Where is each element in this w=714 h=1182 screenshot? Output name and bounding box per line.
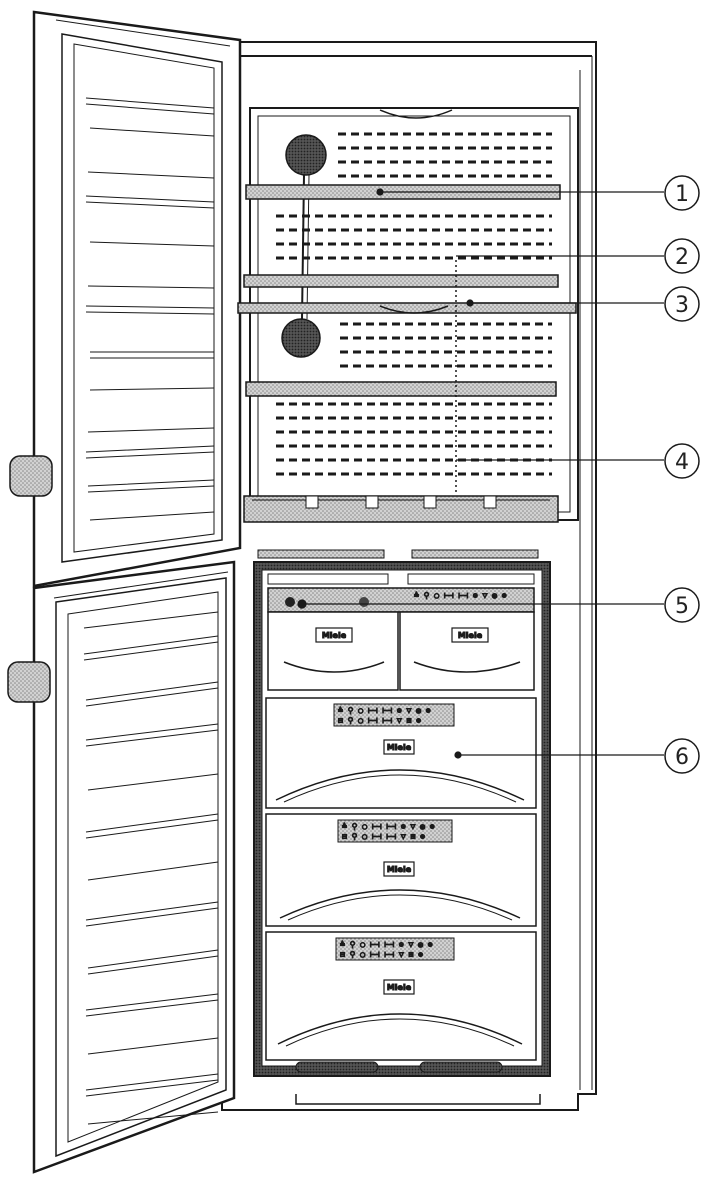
glass-shelf[interactable] [237, 302, 577, 314]
lower-door-shelves [83, 611, 219, 1125]
callout-number: 3 [675, 293, 689, 318]
upper-door[interactable] [9, 10, 242, 588]
upper-door-handle[interactable] [9, 455, 53, 497]
shelf-middle[interactable] [243, 274, 559, 288]
brand-logo: Miele [387, 743, 412, 752]
callout-number: 2 [675, 245, 689, 270]
drawer-2-panel-row2: ⊟ ⚲ ◯ ⊢⊣ ⊢⊣ ▽ ⊞ ⊕ [342, 832, 425, 841]
lower-fan-icon [281, 318, 321, 358]
drawer-1-panel-row1: ≙ ⚲ ◯ ⊢⊣ ⊢⊣ ⊙ ▽ ◎ ⊕ [338, 706, 431, 715]
callout-5: 5 [664, 587, 700, 623]
brand-logo: Miele [387, 865, 412, 874]
freezer-drawer-3[interactable]: ≙ ⚲ ◯ ⊢⊣ ⊢⊣ ⊙ ▽ ◎ ⊕ ⊟ ⚲ ◯ ⊢⊣ ⊢⊣ ▽ ⊞ ⊕ Mi… [265, 931, 537, 1061]
bottom-tray[interactable] [243, 495, 559, 523]
shelf-lower[interactable] [245, 381, 557, 397]
brand-logo: Miele [322, 631, 347, 640]
callout-leaders [297, 188, 664, 759]
callout-6: 6 [664, 738, 700, 774]
callout-number: 6 [675, 745, 689, 770]
callout-number: 1 [675, 182, 689, 207]
callout-number: 4 [675, 450, 689, 475]
callout-1: 1 [664, 175, 700, 211]
freezer-compartment: ≙ ⚲ ◯ ⊢⊣ ⊢⊣ ⊙ ▽ ◎ ⊕ Miele Miele ≙ ⚲ ◯ ⊢⊣… [253, 561, 551, 1077]
upper-door-shelves [85, 97, 215, 521]
brand-logo: Miele [458, 631, 483, 640]
fridge-compartment [237, 107, 579, 523]
callout-3: 3 [664, 286, 700, 322]
control-panel-row1: ≙ ⚲ ◯ ⊢⊣ ⊢⊣ ⊙ ▽ ◎ ⊕ [414, 591, 507, 600]
callout-2: 2 [664, 238, 700, 274]
lower-door[interactable] [7, 560, 236, 1174]
control-panel[interactable] [267, 587, 535, 613]
brand-logo: Miele [387, 983, 412, 992]
drawer-2-panel-row1: ≙ ⚲ ◯ ⊢⊣ ⊢⊣ ⊙ ▽ ◎ ⊕ [342, 822, 435, 831]
lower-door-handle[interactable] [7, 661, 51, 703]
callout-4: 4 [664, 443, 700, 479]
callout-number: 5 [675, 594, 689, 619]
top-left-drawer[interactable]: Miele [267, 611, 399, 691]
drawer-1-panel-row2: ⊟ ⚲ ◯ ⊢⊣ ⊢⊣ ▽ ⊞ ⊕ [338, 716, 421, 725]
drawer-3-panel-row1: ≙ ⚲ ◯ ⊢⊣ ⊢⊣ ⊙ ▽ ◎ ⊕ [340, 940, 433, 949]
top-right-drawer[interactable]: Miele [399, 611, 535, 691]
freezer-drawer-2[interactable]: ≙ ⚲ ◯ ⊢⊣ ⊢⊣ ⊙ ▽ ◎ ⊕ ⊟ ⚲ ◯ ⊢⊣ ⊢⊣ ▽ ⊞ ⊕ Mi… [265, 813, 537, 927]
divider-vents [257, 549, 539, 559]
rear-wall-vents [276, 132, 552, 476]
freezer-drawer-1[interactable]: ≙ ⚲ ◯ ⊢⊣ ⊢⊣ ⊙ ▽ ◎ ⊕ ⊟ ⚲ ◯ ⊢⊣ ⊢⊣ ▽ ⊞ ⊕ Mi… [265, 697, 537, 809]
drawer-3-panel-row2: ⊟ ⚲ ◯ ⊢⊣ ⊢⊣ ▽ ⊞ ⊕ [340, 950, 423, 959]
upper-fan-icon [285, 134, 327, 176]
